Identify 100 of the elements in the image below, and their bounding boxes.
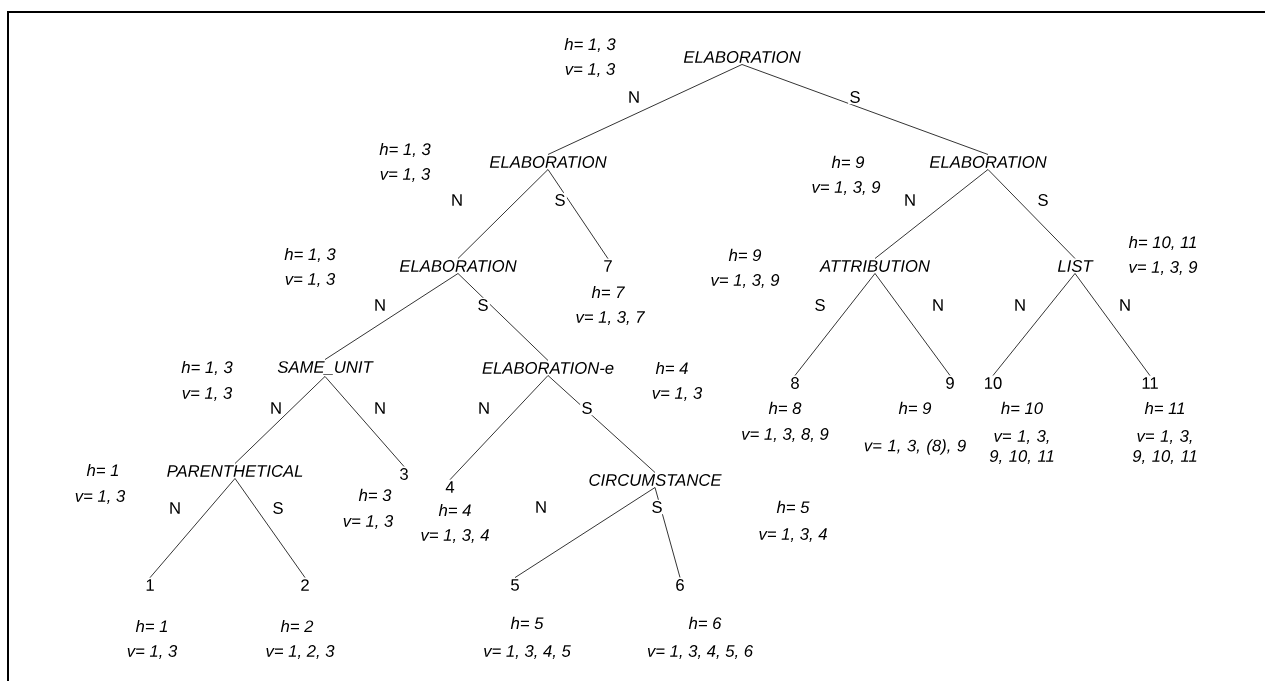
annotation-text: h= 9: [898, 401, 932, 415]
edge-label: S: [1036, 192, 1050, 208]
relation-label: ELABORATION-e: [482, 362, 614, 374]
leaf-number: 6: [676, 579, 684, 591]
relation-label: PARENTHETICAL: [167, 465, 303, 477]
annotation-text: v= 1, 2, 3: [266, 645, 335, 659]
annotation-text: v= 1, 3, 4, 5, 6: [647, 645, 754, 659]
edge-label: S: [271, 500, 285, 516]
edge-label: S: [848, 89, 862, 105]
tree-branch: [234, 376, 326, 464]
tree-branch: [1074, 273, 1151, 377]
relation-label: ELABORATION: [399, 260, 517, 272]
annotation-text: h= 8: [768, 401, 802, 415]
relation-label: ATTRIBUTION: [819, 260, 930, 272]
annotation-text: h= 1, 3: [379, 142, 431, 158]
annotation-text: v= 1, 3, 4, 5: [484, 645, 571, 659]
tree-branch: [547, 169, 609, 260]
relation-label: ELABORATION: [489, 156, 607, 168]
edge-label: S: [476, 297, 490, 313]
annotation-text: h= 7: [591, 285, 625, 299]
annotation-text: h= 10: [1001, 401, 1043, 415]
annotation-text: h= 1, 3: [564, 37, 616, 53]
edge-label: N: [1117, 297, 1133, 313]
annotation-text: v= 1, 3, 9: [1129, 261, 1198, 275]
annotation-text: v= 1, 3, 9: [711, 274, 780, 288]
edge-label: N: [533, 499, 549, 515]
annotation-text: h= 1: [86, 463, 119, 477]
tree-branch: [234, 478, 306, 578]
tree-branch: [457, 273, 549, 361]
tree-branch: [449, 375, 549, 481]
tree-branch: [457, 169, 549, 259]
leaf-number: 11: [1142, 377, 1158, 389]
annotation-text: v= 1, 3: [285, 273, 336, 287]
tree-branch: [149, 478, 236, 579]
tree-branch: [794, 273, 876, 376]
relation-label: LIST: [1057, 260, 1094, 272]
relation-label: SAME_UNIT: [277, 361, 374, 375]
edge-label: N: [372, 297, 388, 313]
edge-label: N: [476, 400, 492, 416]
annotation-text: h= 6: [688, 616, 722, 630]
leaf-number: 5: [511, 579, 519, 591]
relation-label: CIRCUMSTANCE: [589, 474, 722, 486]
leaf-number: 2: [301, 579, 309, 591]
tree-branch: [874, 273, 951, 376]
annotation-text: v= 1, 3: [75, 490, 126, 504]
annotation-text: h= 10, 11: [1128, 235, 1196, 251]
tree-branch: [324, 376, 405, 467]
annotation-text: v= 1, 3, 8, 9: [742, 428, 829, 442]
annotation-text: h= 1: [135, 619, 168, 633]
annotation-text: h= 1, 3: [181, 360, 233, 376]
edge-label: N: [167, 500, 183, 516]
annotation-text: h= 3: [358, 488, 392, 502]
relation-label: ELABORATION: [929, 156, 1047, 168]
annotation-text: v= 1, 3, (8), 9: [864, 439, 966, 455]
leaf-number: 3: [400, 468, 408, 480]
annotation-text: h= 9: [831, 155, 865, 169]
edge-label: S: [580, 400, 594, 416]
annotation-text: h= 5: [510, 616, 544, 630]
tree-branch: [654, 487, 681, 578]
tree-branch: [547, 375, 656, 473]
annotation-text: v= 1, 3: [343, 515, 394, 529]
annotation-text: v= 1, 3, 4: [759, 528, 827, 542]
annotation-text: h= 4: [655, 361, 688, 375]
annotation-text: v= 1, 3, 9, 10, 11: [1132, 430, 1197, 464]
leaf-number: 7: [604, 260, 612, 272]
annotation-text: h= 2: [280, 619, 314, 633]
leaf-number: 10: [985, 377, 1002, 389]
edge-label: N: [902, 192, 918, 208]
relation-label: ELABORATION: [683, 51, 801, 63]
annotation-text: v= 1, 3, 7: [576, 311, 646, 325]
annotation-text: h= 9: [728, 248, 762, 262]
tree-branch: [874, 169, 989, 259]
edge-label: N: [268, 400, 284, 416]
annotation-text: h= 5: [776, 500, 810, 514]
tree-branch: [741, 64, 989, 155]
edge-label: N: [930, 297, 946, 313]
edge-label: N: [1012, 297, 1028, 313]
tree-branch: [514, 487, 656, 578]
leaf-number: 9: [946, 377, 954, 389]
leaf-number: 1: [146, 579, 154, 591]
annotation-text: h= 1, 3: [284, 247, 336, 263]
leaf-number: 8: [791, 377, 799, 389]
edge-label: S: [650, 499, 664, 515]
edge-label: N: [626, 89, 642, 105]
edge-label: S: [553, 192, 567, 208]
annotation-text: v= 1, 3: [182, 387, 233, 401]
edge-label: S: [813, 297, 827, 313]
edge-label: N: [449, 192, 465, 208]
annotation-text: v= 1, 3: [380, 168, 431, 182]
annotation-text: h= 11: [1144, 401, 1185, 415]
annotation-text: v= 1, 3, 4: [421, 529, 489, 543]
tree-branch: [987, 169, 1076, 259]
annotation-text: v= 1, 3, 9, 10, 11: [989, 430, 1054, 464]
tree-branch: [547, 64, 743, 155]
leaf-number: 4: [445, 481, 455, 493]
annotation-text: v= 1, 3: [565, 63, 616, 77]
annotation-text: v= 1, 3: [652, 387, 703, 401]
annotation-text: v= 1, 3: [127, 645, 178, 659]
annotation-text: v= 1, 3, 9: [812, 181, 881, 195]
edge-label: N: [372, 400, 388, 416]
